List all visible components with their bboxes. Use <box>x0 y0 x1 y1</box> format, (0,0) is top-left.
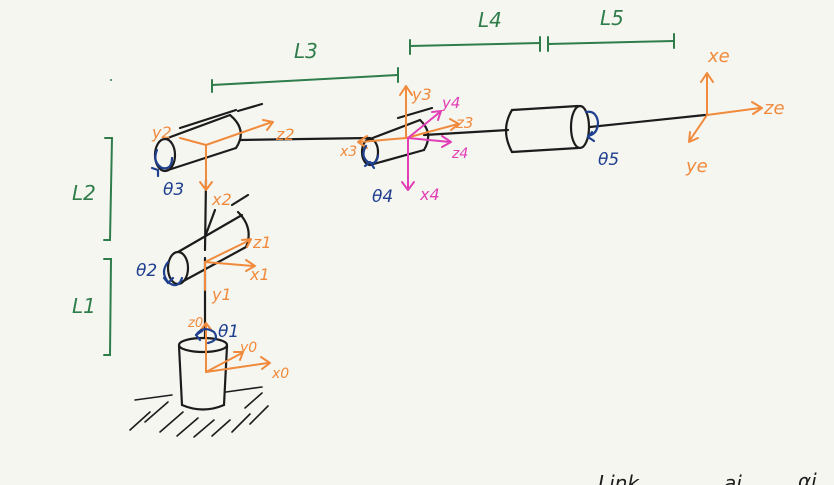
joint-3-cylinder <box>153 102 264 173</box>
label-z3: z3 <box>455 114 473 132</box>
label-L4: L4 <box>478 8 502 32</box>
label-y3: y3 <box>411 85 432 104</box>
frame-axes <box>179 72 763 373</box>
link-5 <box>588 113 707 129</box>
label-theta-4: θ4 <box>372 187 393 207</box>
label-z1: z1 <box>252 233 272 252</box>
joint-2-cylinder <box>166 193 250 286</box>
label-x3: x3 <box>339 144 357 160</box>
label-z4: z4 <box>451 146 468 162</box>
link-2 <box>203 178 208 252</box>
label-theta-2: θ2 <box>136 261 157 281</box>
base-cylinder <box>177 336 229 411</box>
label-z0: z0 <box>187 316 203 331</box>
label-x4: x4 <box>419 185 440 204</box>
ground <box>129 386 269 438</box>
label-L3: L3 <box>294 39 318 63</box>
frame-4-axes <box>401 110 452 191</box>
label-y4: y4 <box>441 94 460 112</box>
label-theta-1: θ1 <box>218 322 239 342</box>
label-x1: x1 <box>249 265 270 284</box>
label-L2: L2 <box>72 181 96 205</box>
label-xe: xe <box>707 46 730 67</box>
label-y1: y1 <box>211 285 232 304</box>
length-dimensions <box>103 33 675 356</box>
label-x0: x0 <box>271 366 289 382</box>
label-z2: z2 <box>275 125 295 144</box>
link-3 <box>238 136 372 142</box>
table-header-link: Link <box>598 471 640 485</box>
table-header-alpha: αi <box>798 469 817 485</box>
label-y2: y2 <box>151 123 172 142</box>
table-header-ai: ai <box>724 471 742 485</box>
joint-4-cylinder <box>360 106 434 167</box>
link-4 <box>422 128 510 137</box>
label-theta-5: θ5 <box>598 150 619 170</box>
label-theta-3: θ3 <box>163 180 184 200</box>
label-ye: ye <box>685 156 708 177</box>
label-L5: L5 <box>600 6 624 30</box>
joint-rotations <box>150 110 600 345</box>
label-x2: x2 <box>211 190 232 209</box>
label-L1: L1 <box>72 294 96 318</box>
wrist-cylinder <box>504 104 591 154</box>
label-ze: ze <box>763 98 785 119</box>
label-y0: y0 <box>239 340 257 356</box>
